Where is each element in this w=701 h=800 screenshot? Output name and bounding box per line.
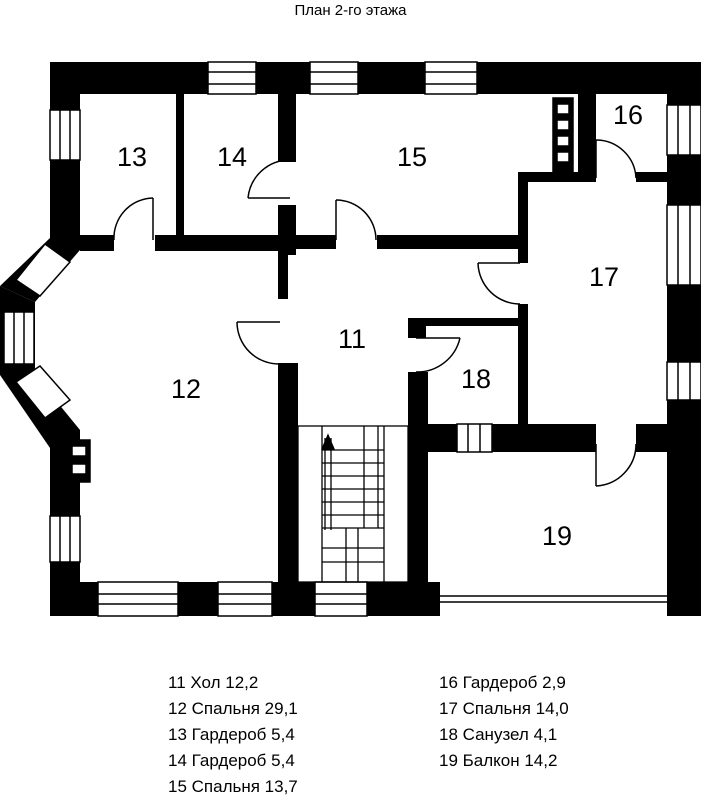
room-label-16: 16 xyxy=(613,100,643,130)
staircase xyxy=(297,425,409,583)
room-label-14: 14 xyxy=(217,142,247,172)
legend-item: 13 Гардероб 5,4 xyxy=(168,725,295,744)
legend-item: 15 Спальня 13,7 xyxy=(168,777,298,796)
room-label-15: 15 xyxy=(397,142,427,172)
room-label-18: 18 xyxy=(461,364,491,394)
plan-title: План 2-го этажа xyxy=(294,2,407,19)
room-labels: 13 14 15 16 17 11 18 12 19 xyxy=(117,100,643,551)
legend-item: 14 Гардероб 5,4 xyxy=(168,751,295,770)
room-label-19: 19 xyxy=(542,521,572,551)
room-label-17: 17 xyxy=(589,262,619,292)
legend-item: 17 Спальня 14,0 xyxy=(439,699,569,718)
floor-plan: 13 14 15 16 17 11 18 12 19 xyxy=(0,61,701,617)
legend-item: 16 Гардероб 2,9 xyxy=(439,673,566,692)
room-label-12: 12 xyxy=(171,374,201,404)
legend-item: 11 Хол 12,2 xyxy=(168,673,259,692)
doors xyxy=(113,139,637,487)
balcony-railing xyxy=(440,452,685,603)
room-label-11: 11 xyxy=(338,324,366,354)
room-legend-right: 16 Гардероб 2,9 17 Спальня 14,0 18 Сануз… xyxy=(439,670,569,774)
room-legend-left: 11 Хол 12,2 12 Спальня 29,1 13 Гардероб … xyxy=(168,670,298,800)
interior-walls xyxy=(80,94,667,616)
stairs-arrow-icon xyxy=(321,433,335,450)
room-label-13: 13 xyxy=(117,142,147,172)
legend-item: 12 Спальня 29,1 xyxy=(168,699,298,718)
windows xyxy=(3,61,701,617)
legend-item: 18 Санузел 4,1 xyxy=(439,725,558,744)
vent-shaft xyxy=(67,97,574,483)
legend-item: 19 Балкон 14,2 xyxy=(439,751,558,770)
